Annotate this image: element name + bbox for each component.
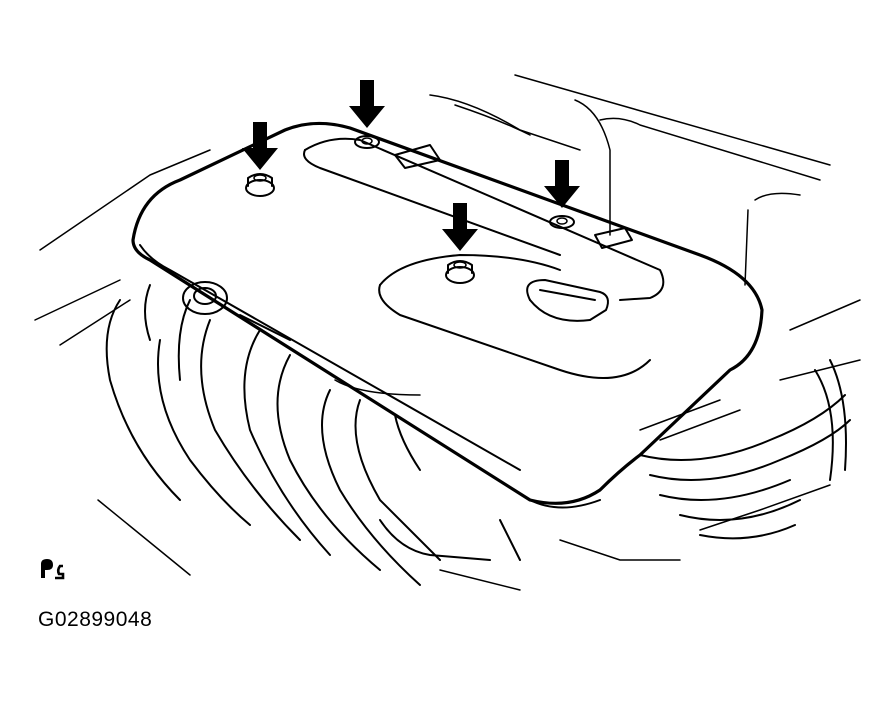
fastener-top [354, 135, 380, 149]
arrow-left [242, 122, 278, 170]
figure-code-label: G02899048 [38, 608, 153, 631]
source-mark-icon [41, 559, 65, 580]
fastener-left [245, 173, 275, 197]
engine-bay-background [34, 74, 861, 591]
fastener-center [445, 260, 475, 284]
arrow-center [442, 203, 478, 251]
arrow-right [544, 160, 580, 208]
fastener-right [549, 215, 575, 229]
engine-cover [131, 121, 764, 509]
hose-bundle [639, 359, 851, 540]
fastener-arrows [242, 80, 580, 251]
arrow-top [349, 80, 385, 128]
cover-fasteners [245, 135, 575, 284]
intake-runners [105, 281, 521, 586]
